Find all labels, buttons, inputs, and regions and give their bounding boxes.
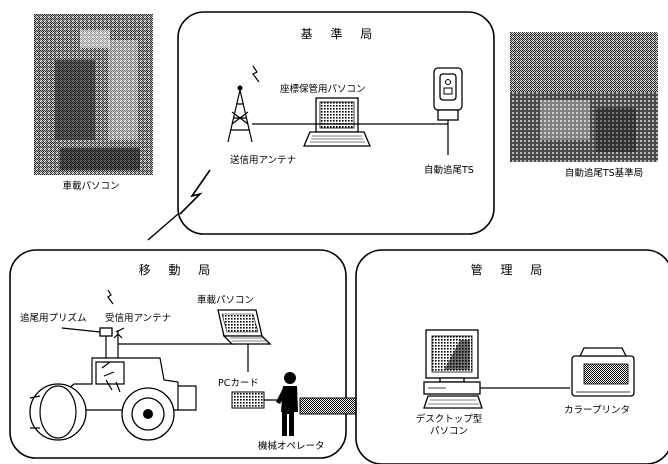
- color-printer-icon: [571, 347, 635, 397]
- receive-antenna-label: 受信用アンテナ: [105, 312, 171, 324]
- total-station-icon: [433, 67, 463, 155]
- base-laptop-icon: [303, 97, 371, 147]
- photo-caption-ts-base: 自動追尾TS基準局: [565, 167, 643, 179]
- photo-vehicle-pc: [34, 14, 153, 175]
- tracking-prism-label: 追尾用プリズム: [20, 312, 87, 324]
- desktop-pc-icon: [423, 329, 483, 409]
- machine-operator-label: 機械オペレータ: [258, 440, 325, 452]
- receive-signal-icon: [107, 289, 114, 305]
- vehicle-laptop-label: 車載パソコン: [197, 294, 254, 306]
- management-station-title: 管 理 局: [471, 262, 550, 277]
- mobile-station-title: 移 動 局: [139, 263, 218, 277]
- color-printer-label: カラープリンタ: [564, 405, 630, 416]
- radio-link-icon: [179, 169, 211, 215]
- photo-ts-base-station: [510, 32, 658, 162]
- machine-operator-icon: [276, 372, 298, 436]
- signal-mark-icon: [252, 65, 260, 83]
- transmit-antenna-icon: [227, 85, 253, 143]
- base-station-title: 基 準 局: [301, 26, 380, 41]
- radio-link-line: [147, 213, 179, 241]
- pc-card-icon: [231, 391, 265, 409]
- photo-caption-vehicle-pc: 車載パソコン: [62, 180, 119, 192]
- pc-card-label: PCカード: [218, 378, 259, 389]
- road-roller-icon: [29, 357, 197, 441]
- desktop-pc-label-line2: パソコン: [430, 426, 468, 437]
- transmit-antenna-label: 送信用アンテナ: [230, 154, 296, 166]
- desktop-pc-label-line1: デスクトップ型: [416, 413, 483, 425]
- management-station-box: [355, 249, 668, 464]
- base-computer-label: 座標保管用パソコン: [280, 83, 366, 95]
- vehicle-laptop-icon: [217, 309, 272, 345]
- total-station-label: 自動追尾TS: [424, 164, 474, 176]
